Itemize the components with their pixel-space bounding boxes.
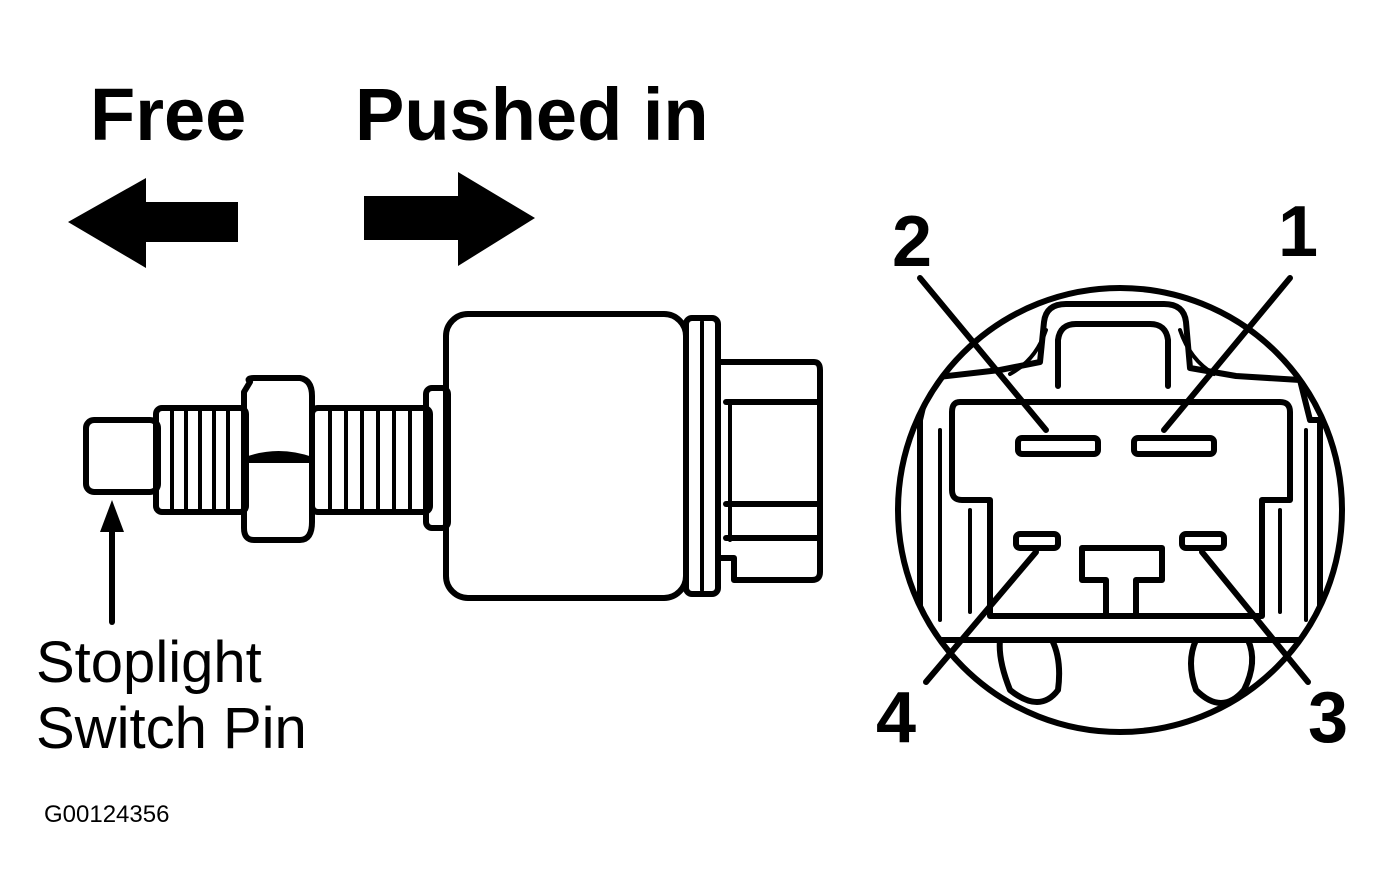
terminal-4-slot	[1013, 531, 1061, 551]
terminal-1-slot	[1131, 435, 1217, 457]
terminal-3-leader	[1199, 549, 1311, 685]
thread-lines-left	[170, 408, 230, 512]
terminal-2-label: 2	[892, 202, 932, 282]
pin-label-line1: Stoplight	[36, 630, 262, 695]
free-arrow-icon	[68, 178, 238, 268]
lock-nut	[241, 375, 315, 543]
pushed-in-arrow-icon	[364, 172, 535, 266]
connector-face-circle	[895, 285, 1345, 735]
terminal-3-label: 3	[1308, 678, 1348, 758]
connector-face-view	[895, 275, 1345, 735]
terminal-2-slot	[1015, 435, 1101, 457]
pushed-in-label: Pushed in	[355, 73, 709, 156]
switch-housing	[443, 311, 689, 601]
terminal-1-label: 1	[1278, 192, 1318, 272]
terminal-3-slot	[1179, 531, 1227, 551]
terminal-1-leader	[1161, 275, 1293, 433]
figure-id: G00124356	[44, 801, 169, 828]
connector-end	[715, 359, 823, 583]
free-label: Free	[90, 73, 246, 156]
terminal-2-leader	[917, 275, 1049, 433]
switch-pin	[83, 417, 161, 495]
terminal-4-leader	[923, 549, 1039, 685]
thread-lines-right	[328, 408, 412, 512]
pin-label-line2: Switch Pin	[36, 696, 307, 761]
terminal-4-label: 4	[876, 678, 916, 758]
threaded-shaft-right	[309, 405, 433, 515]
stoplight-switch-body	[83, 311, 823, 601]
pin-pointer-arrow-icon	[100, 500, 124, 532]
